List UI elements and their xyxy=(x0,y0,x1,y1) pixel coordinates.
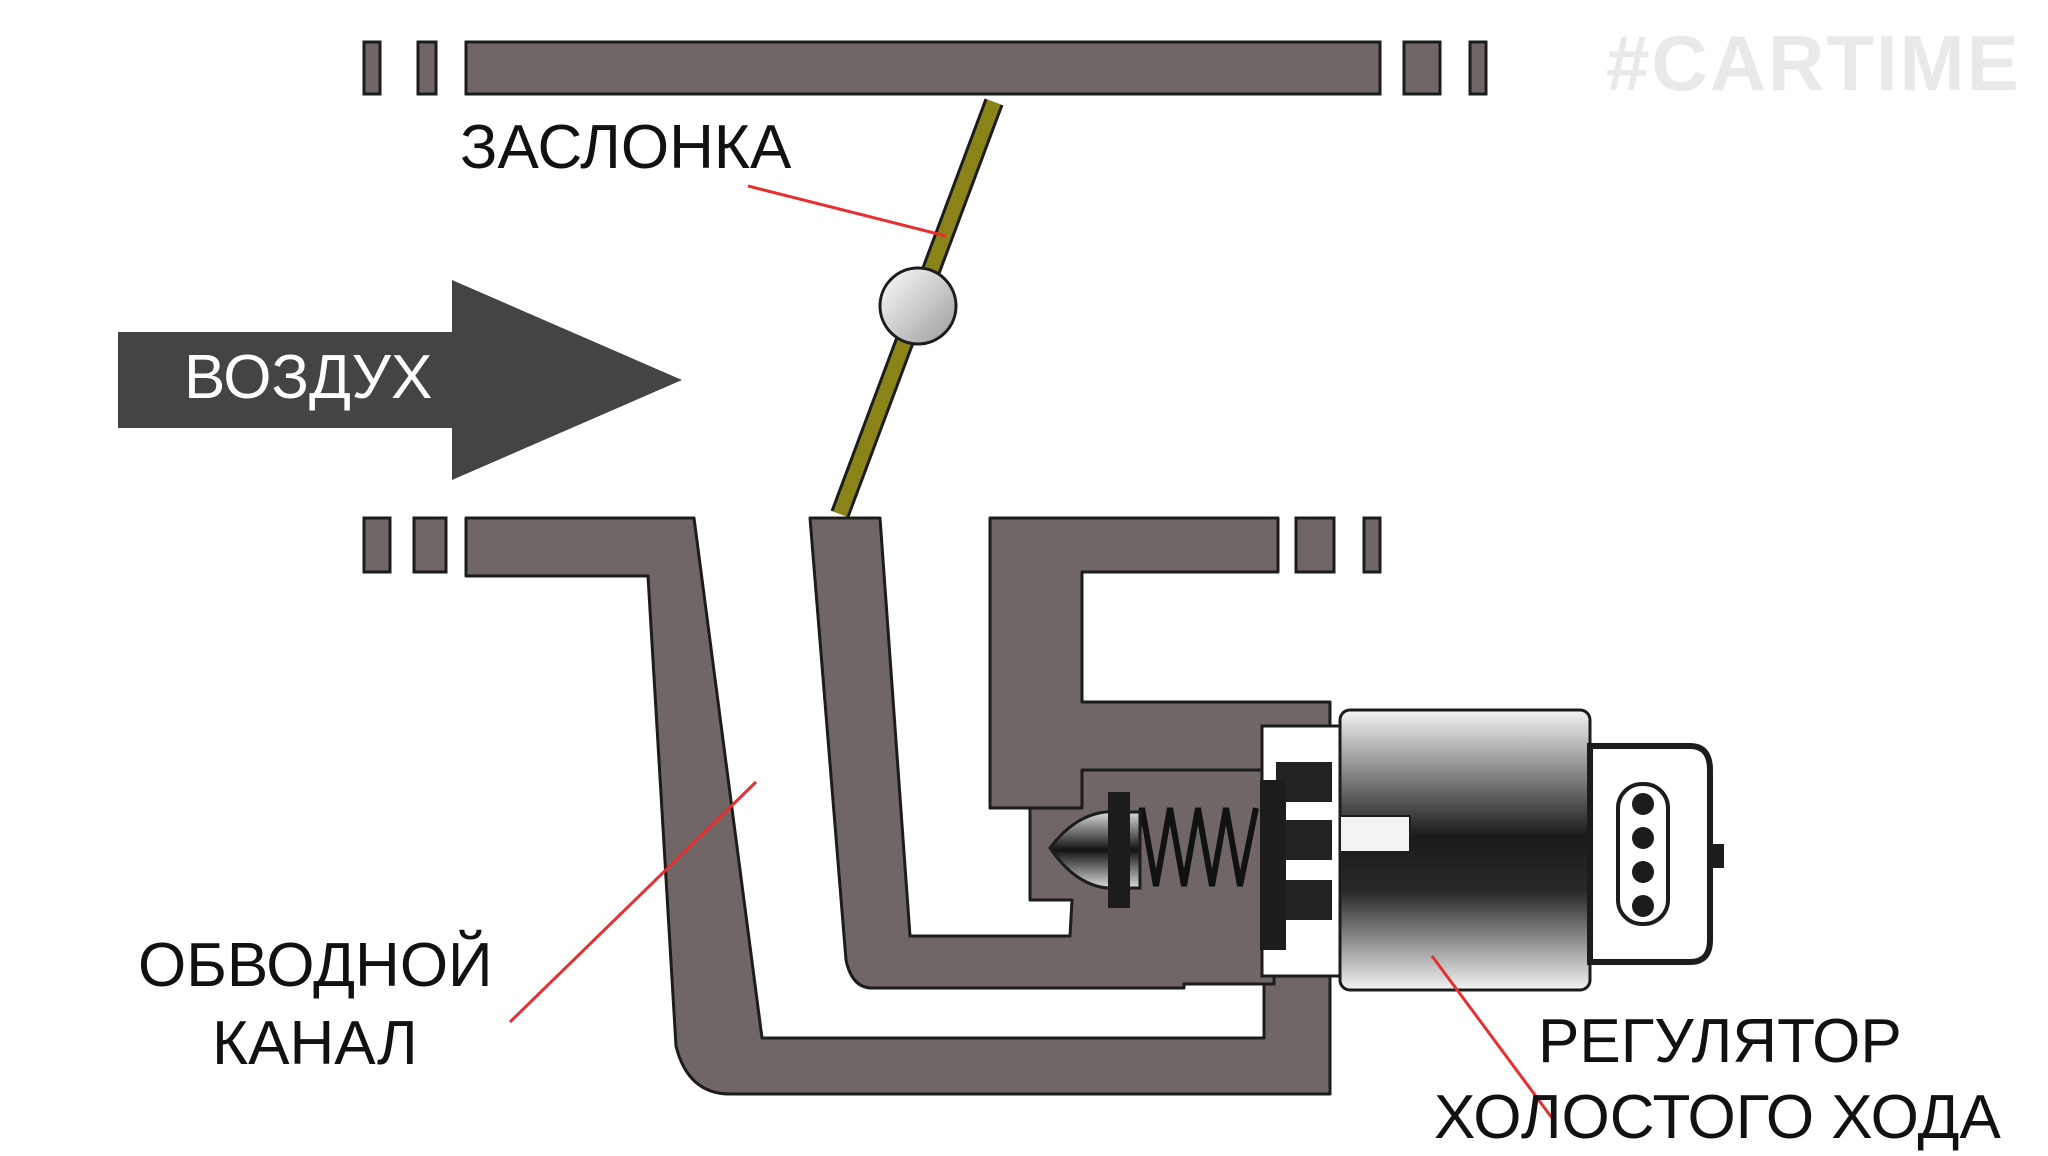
throttle-label: ЗАСЛОНКА xyxy=(460,113,792,182)
connector-pins-icon xyxy=(1632,793,1654,917)
iac-valve xyxy=(1048,708,1724,992)
bottom-wall xyxy=(362,516,1382,574)
watermark: #CARTIME xyxy=(1606,19,2021,107)
throttle-plate xyxy=(830,98,1004,518)
bypass-label-line1: ОБВОДНОЙ xyxy=(138,931,493,1000)
bypass-channel xyxy=(464,516,1332,1096)
bypass-label-line2: КАНАЛ xyxy=(212,1009,418,1078)
air-label: ВОЗДУХ xyxy=(184,343,433,412)
air-arrow-icon xyxy=(118,280,682,480)
iac-label-line1: РЕГУЛЯТОР xyxy=(1538,1007,1902,1076)
iac-label-line2: ХОЛОСТОГО ХОДА xyxy=(1434,1083,2001,1152)
leader-lines xyxy=(508,184,1554,1119)
top-wall xyxy=(362,40,1488,96)
circle-pivot-icon xyxy=(878,266,958,346)
